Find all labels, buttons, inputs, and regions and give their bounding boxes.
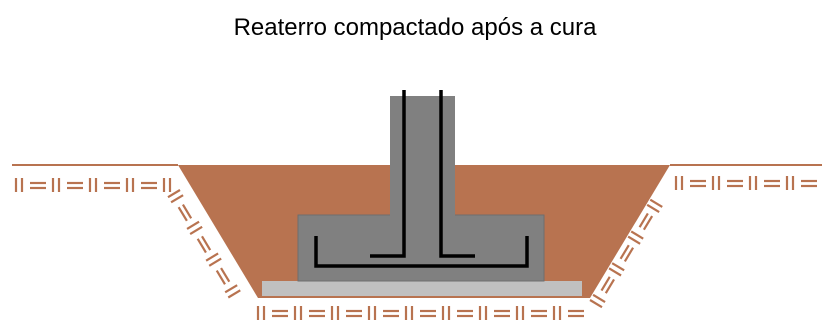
rebar-column-left: [370, 90, 406, 258]
soil-hatching-left: [14, 178, 172, 192]
rebar-column-right: [439, 90, 475, 258]
soil-hatching-bottom: [256, 306, 584, 320]
lean-concrete-slab: [262, 281, 582, 296]
soil-hatching-left-slope: [167, 189, 241, 299]
diagram-title: Reaterro compactado após a cura: [233, 14, 597, 41]
rebar-bottom-mat: [314, 236, 529, 268]
soil-hatching-right: [674, 176, 817, 190]
soil-hatching-right-slope: [589, 198, 663, 309]
rebar: [314, 90, 529, 268]
column: [390, 96, 455, 216]
footing-base: [297, 214, 545, 282]
